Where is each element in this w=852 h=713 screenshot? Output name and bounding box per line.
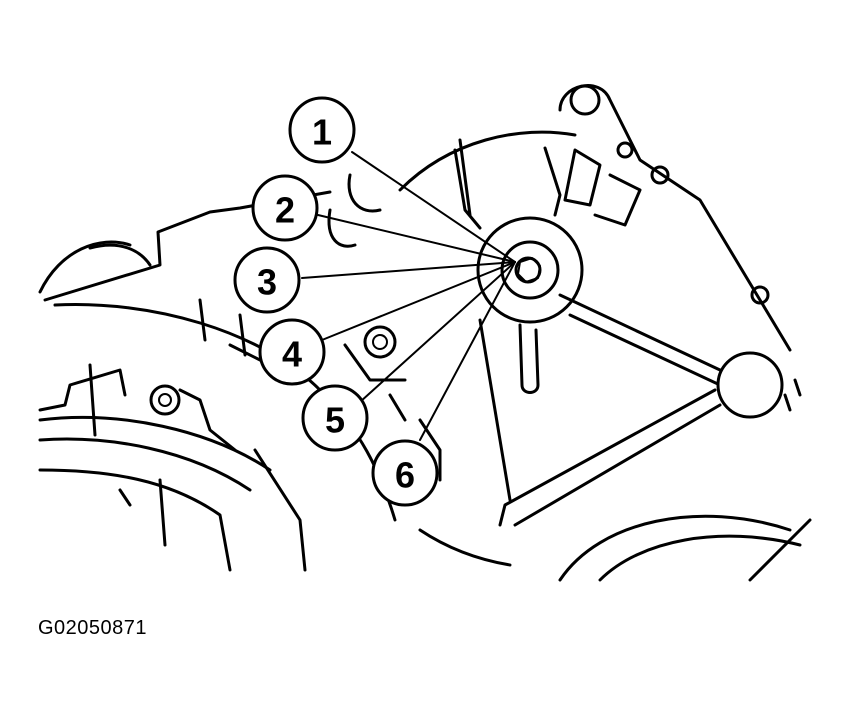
leader-line-3 <box>301 261 516 279</box>
leader-line-1 <box>351 151 516 263</box>
callout-3: 3 <box>233 246 301 314</box>
leader-line-4 <box>321 261 516 341</box>
leader-line-2 <box>317 214 516 263</box>
callout-4-label: 4 <box>282 334 302 375</box>
callout-6: 6 <box>371 439 439 507</box>
callout-2-label: 2 <box>275 190 295 231</box>
callout-3-label: 3 <box>257 262 277 303</box>
callout-6-label: 6 <box>395 455 415 496</box>
callout-markers: 1 2 3 4 5 6 <box>233 96 439 507</box>
engine-linework <box>38 84 812 582</box>
callout-1-label: 1 <box>312 112 332 153</box>
callout-4: 4 <box>258 318 326 386</box>
callout-5-label: 5 <box>325 400 345 441</box>
leader-line-5 <box>359 261 516 403</box>
callout-2: 2 <box>251 174 319 242</box>
callout-leader-lines <box>301 151 516 441</box>
leader-line-6 <box>419 261 516 441</box>
callout-5: 5 <box>301 384 369 452</box>
figure-id: G02050871 <box>38 617 148 639</box>
callout-1: 1 <box>288 96 356 164</box>
